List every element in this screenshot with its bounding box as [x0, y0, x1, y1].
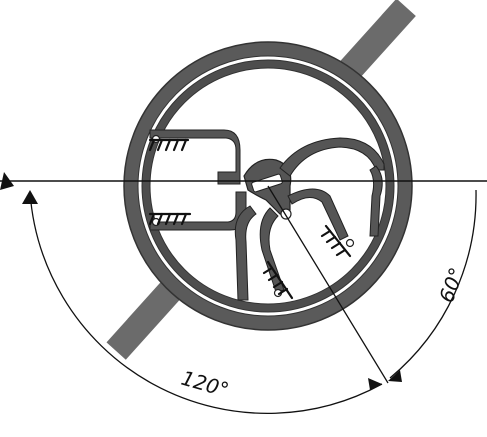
inclined-reference-line — [267, 185, 389, 384]
arc-120-end-arrow — [368, 378, 382, 390]
hatch-upper-left — [148, 138, 190, 152]
dimension-arc-120 — [29, 191, 383, 414]
arc-120-start-arrow — [22, 190, 38, 204]
fixing-point-right — [345, 238, 355, 248]
spring-arm-right — [287, 188, 349, 241]
spring-arm-upper-left — [149, 129, 241, 185]
spring-arm-right-tip — [369, 165, 383, 237]
spring-arm-upper-right — [279, 137, 385, 177]
hatch-lower-left — [148, 212, 192, 226]
angle-label-120: 120° — [179, 366, 232, 402]
left-arrowhead — [0, 172, 14, 190]
dimension-arc-60 — [389, 189, 477, 379]
hatch-lower — [262, 260, 294, 300]
arc-60-end-arrow — [388, 370, 402, 382]
spring-arm-lower — [234, 205, 257, 301]
hatch-right — [320, 224, 352, 258]
